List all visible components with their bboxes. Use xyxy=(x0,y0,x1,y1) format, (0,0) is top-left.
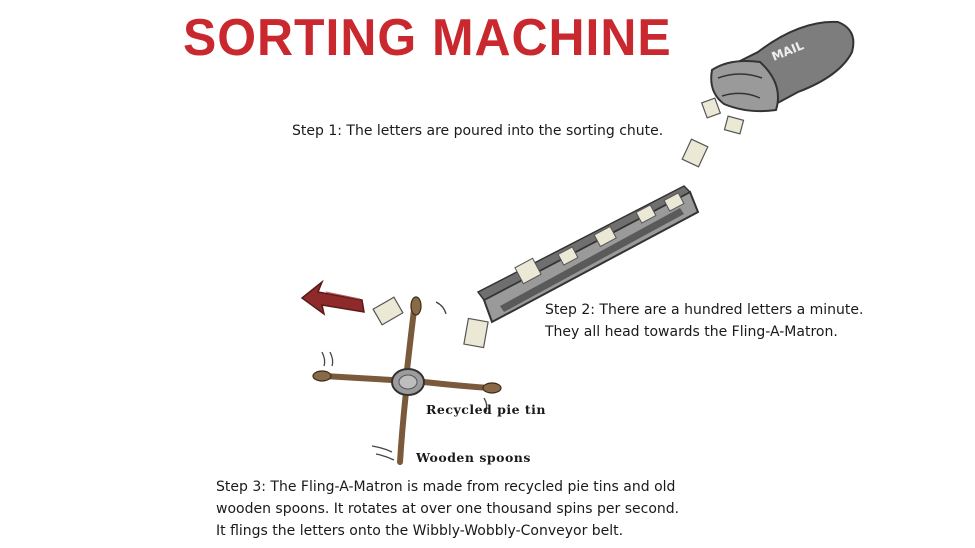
step-1-caption: Step 1: The letters are poured into the … xyxy=(292,120,663,142)
mail-bag: MAIL xyxy=(710,20,855,113)
flung-letters xyxy=(372,296,489,349)
step-2-line: Step 2: There are a hundred letters a mi… xyxy=(545,302,864,318)
step-3-line: Step 3: The Fling-A-Matron is made from … xyxy=(216,479,676,495)
falling-letters xyxy=(681,97,745,168)
sorting-chute xyxy=(476,185,700,324)
step-3-line: It flings the letters onto the Wibbly-Wo… xyxy=(216,523,624,539)
pie-tin-label: Recycled pie tin xyxy=(426,402,547,417)
fling-a-matron xyxy=(312,296,502,465)
step-3-caption: Step 3: The Fling-A-Matron is made from … xyxy=(216,476,679,542)
step-3-line: wooden spoons. It rotates at over one th… xyxy=(216,501,680,517)
step-2-line: They all head towards the Fling-A-Matron… xyxy=(545,324,838,340)
page-title: SORTING MACHINE xyxy=(183,9,672,67)
wooden-spoons-label: Wooden spoons xyxy=(416,450,531,465)
step-2-caption: Step 2: There are a hundred letters a mi… xyxy=(545,299,863,343)
step-1-line: Step 1: The letters are poured into the … xyxy=(292,123,664,139)
rotation-arrow xyxy=(300,279,365,316)
